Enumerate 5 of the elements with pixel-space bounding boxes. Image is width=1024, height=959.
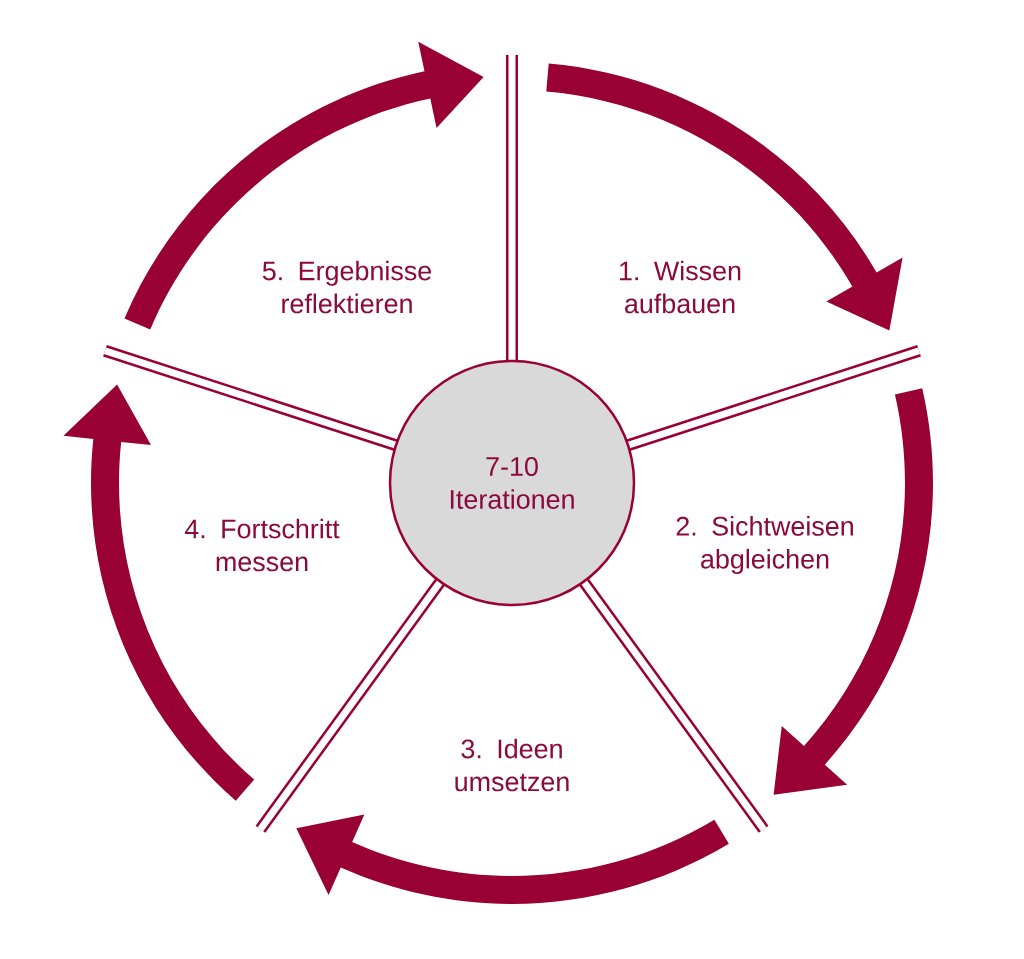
step-label: 4. Fortschritt messen xyxy=(184,518,340,572)
step-label: 2. Sichtweisen abgleichen xyxy=(676,516,853,574)
step-label: 3. Ideen umsetzen xyxy=(455,738,569,792)
step-label: 1. Wissen aufbauen xyxy=(620,260,741,314)
step-label: 5. Ergebnisse reflektieren xyxy=(262,260,431,314)
